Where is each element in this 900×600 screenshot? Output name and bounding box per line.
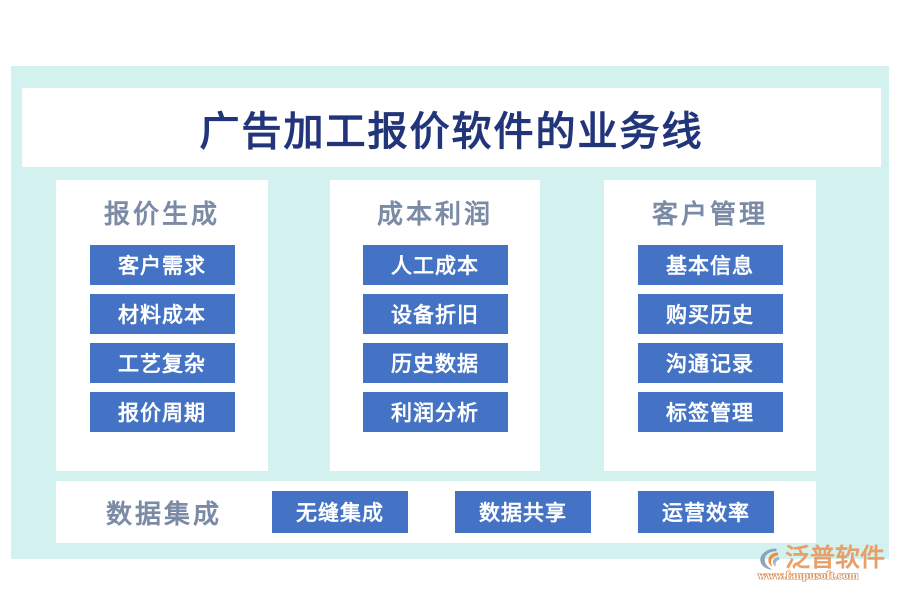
item-button[interactable]: 无缝集成 [272, 491, 408, 533]
item-button[interactable]: 利润分析 [362, 392, 508, 432]
brand-logo-row: 泛普软件 [757, 546, 897, 572]
bottom-row-items: 无缝集成 数据共享 运营效率 [272, 491, 774, 533]
brand-logo: 泛普软件 www.fanpusoft.com [757, 546, 897, 592]
column-card-customer: 客户管理 基本信息 购买历史 沟通记录 标签管理 [604, 180, 816, 471]
item-button[interactable]: 材料成本 [89, 294, 235, 334]
item-button[interactable]: 基本信息 [637, 245, 783, 285]
page-title: 广告加工报价软件的业务线 [199, 108, 704, 154]
bottom-row-data-integration: 数据集成 无缝集成 数据共享 运营效率 [56, 481, 816, 543]
fanpu-swoosh-icon [760, 548, 780, 570]
item-button[interactable]: 数据共享 [455, 491, 591, 533]
item-button[interactable]: 人工成本 [362, 245, 508, 285]
column-items-3: 基本信息 购买历史 沟通记录 标签管理 [604, 245, 816, 432]
item-button[interactable]: 标签管理 [637, 392, 783, 432]
brand-url: www.fanpusoft.com [758, 570, 859, 582]
column-header-3: 客户管理 [651, 200, 768, 229]
item-button[interactable]: 报价周期 [89, 392, 235, 432]
item-button[interactable]: 设备折旧 [362, 294, 508, 334]
bottom-row-label: 数据集成 [105, 499, 222, 529]
item-button[interactable]: 工艺复杂 [89, 343, 235, 383]
title-banner: 广告加工报价软件的业务线 [22, 88, 881, 167]
item-button[interactable]: 沟通记录 [637, 343, 783, 383]
column-card-quotation: 报价生成 客户需求 材料成本 工艺复杂 报价周期 [56, 180, 268, 471]
column-header-2: 成本利润 [376, 200, 493, 229]
item-button[interactable]: 客户需求 [89, 245, 235, 285]
column-header-1: 报价生成 [103, 200, 220, 229]
column-card-cost-profit: 成本利润 人工成本 设备折旧 历史数据 利润分析 [330, 180, 540, 471]
column-items-2: 人工成本 设备折旧 历史数据 利润分析 [330, 245, 540, 432]
item-button[interactable]: 运营效率 [638, 491, 774, 533]
brand-name: 泛普软件 [785, 545, 886, 572]
column-items-1: 客户需求 材料成本 工艺复杂 报价周期 [56, 245, 268, 432]
item-button[interactable]: 历史数据 [362, 343, 508, 383]
item-button[interactable]: 购买历史 [637, 294, 783, 334]
